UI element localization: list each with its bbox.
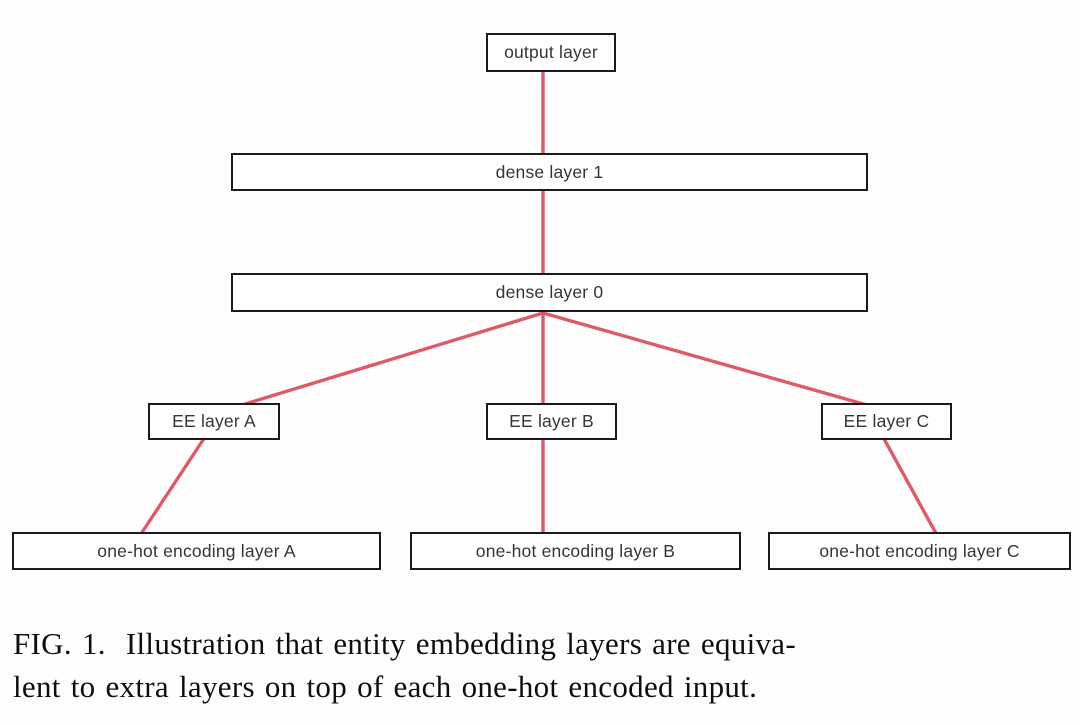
node-one-hot-layer-a-label: one-hot encoding layer A bbox=[97, 540, 296, 561]
node-ee-layer-b: EE layer B bbox=[486, 403, 617, 440]
figure-caption: FIG. 1. Illustration that entity embeddi… bbox=[13, 622, 1063, 708]
node-ee-layer-c-label: EE layer C bbox=[843, 411, 930, 431]
node-dense-layer-0: dense layer 0 bbox=[231, 273, 868, 312]
node-ee-layer-a-label: EE layer A bbox=[172, 411, 256, 431]
node-dense-layer-0-label: dense layer 0 bbox=[495, 282, 604, 302]
edge-eeC-ohC bbox=[881, 435, 940, 539]
node-one-hot-layer-b-label: one-hot encoding layer B bbox=[475, 540, 676, 561]
node-dense-layer-1-label: dense layer 1 bbox=[495, 161, 604, 182]
edge-dense0-eeA bbox=[230, 311, 545, 410]
node-one-hot-layer-c: one-hot encoding layer C bbox=[768, 532, 1071, 570]
node-output-layer-label: output layer bbox=[504, 42, 598, 62]
figure-caption-line-2: lent to extra layers on top of each one-… bbox=[13, 669, 758, 704]
edge-eeA-ohA bbox=[137, 435, 207, 539]
node-one-hot-layer-c-label: one-hot encoding layer C bbox=[819, 540, 1020, 561]
node-output-layer: output layer bbox=[486, 33, 616, 72]
figure-caption-line-1: FIG. 1. Illustration that entity embeddi… bbox=[13, 626, 796, 661]
node-ee-layer-a: EE layer A bbox=[148, 403, 280, 440]
edge-dense0-eeC bbox=[541, 311, 890, 413]
node-one-hot-layer-a: one-hot encoding layer A bbox=[12, 532, 381, 570]
node-ee-layer-b-label: EE layer B bbox=[509, 411, 594, 431]
node-one-hot-layer-b: one-hot encoding layer B bbox=[410, 532, 741, 570]
node-ee-layer-c: EE layer C bbox=[821, 403, 952, 440]
node-dense-layer-1: dense layer 1 bbox=[231, 153, 868, 191]
